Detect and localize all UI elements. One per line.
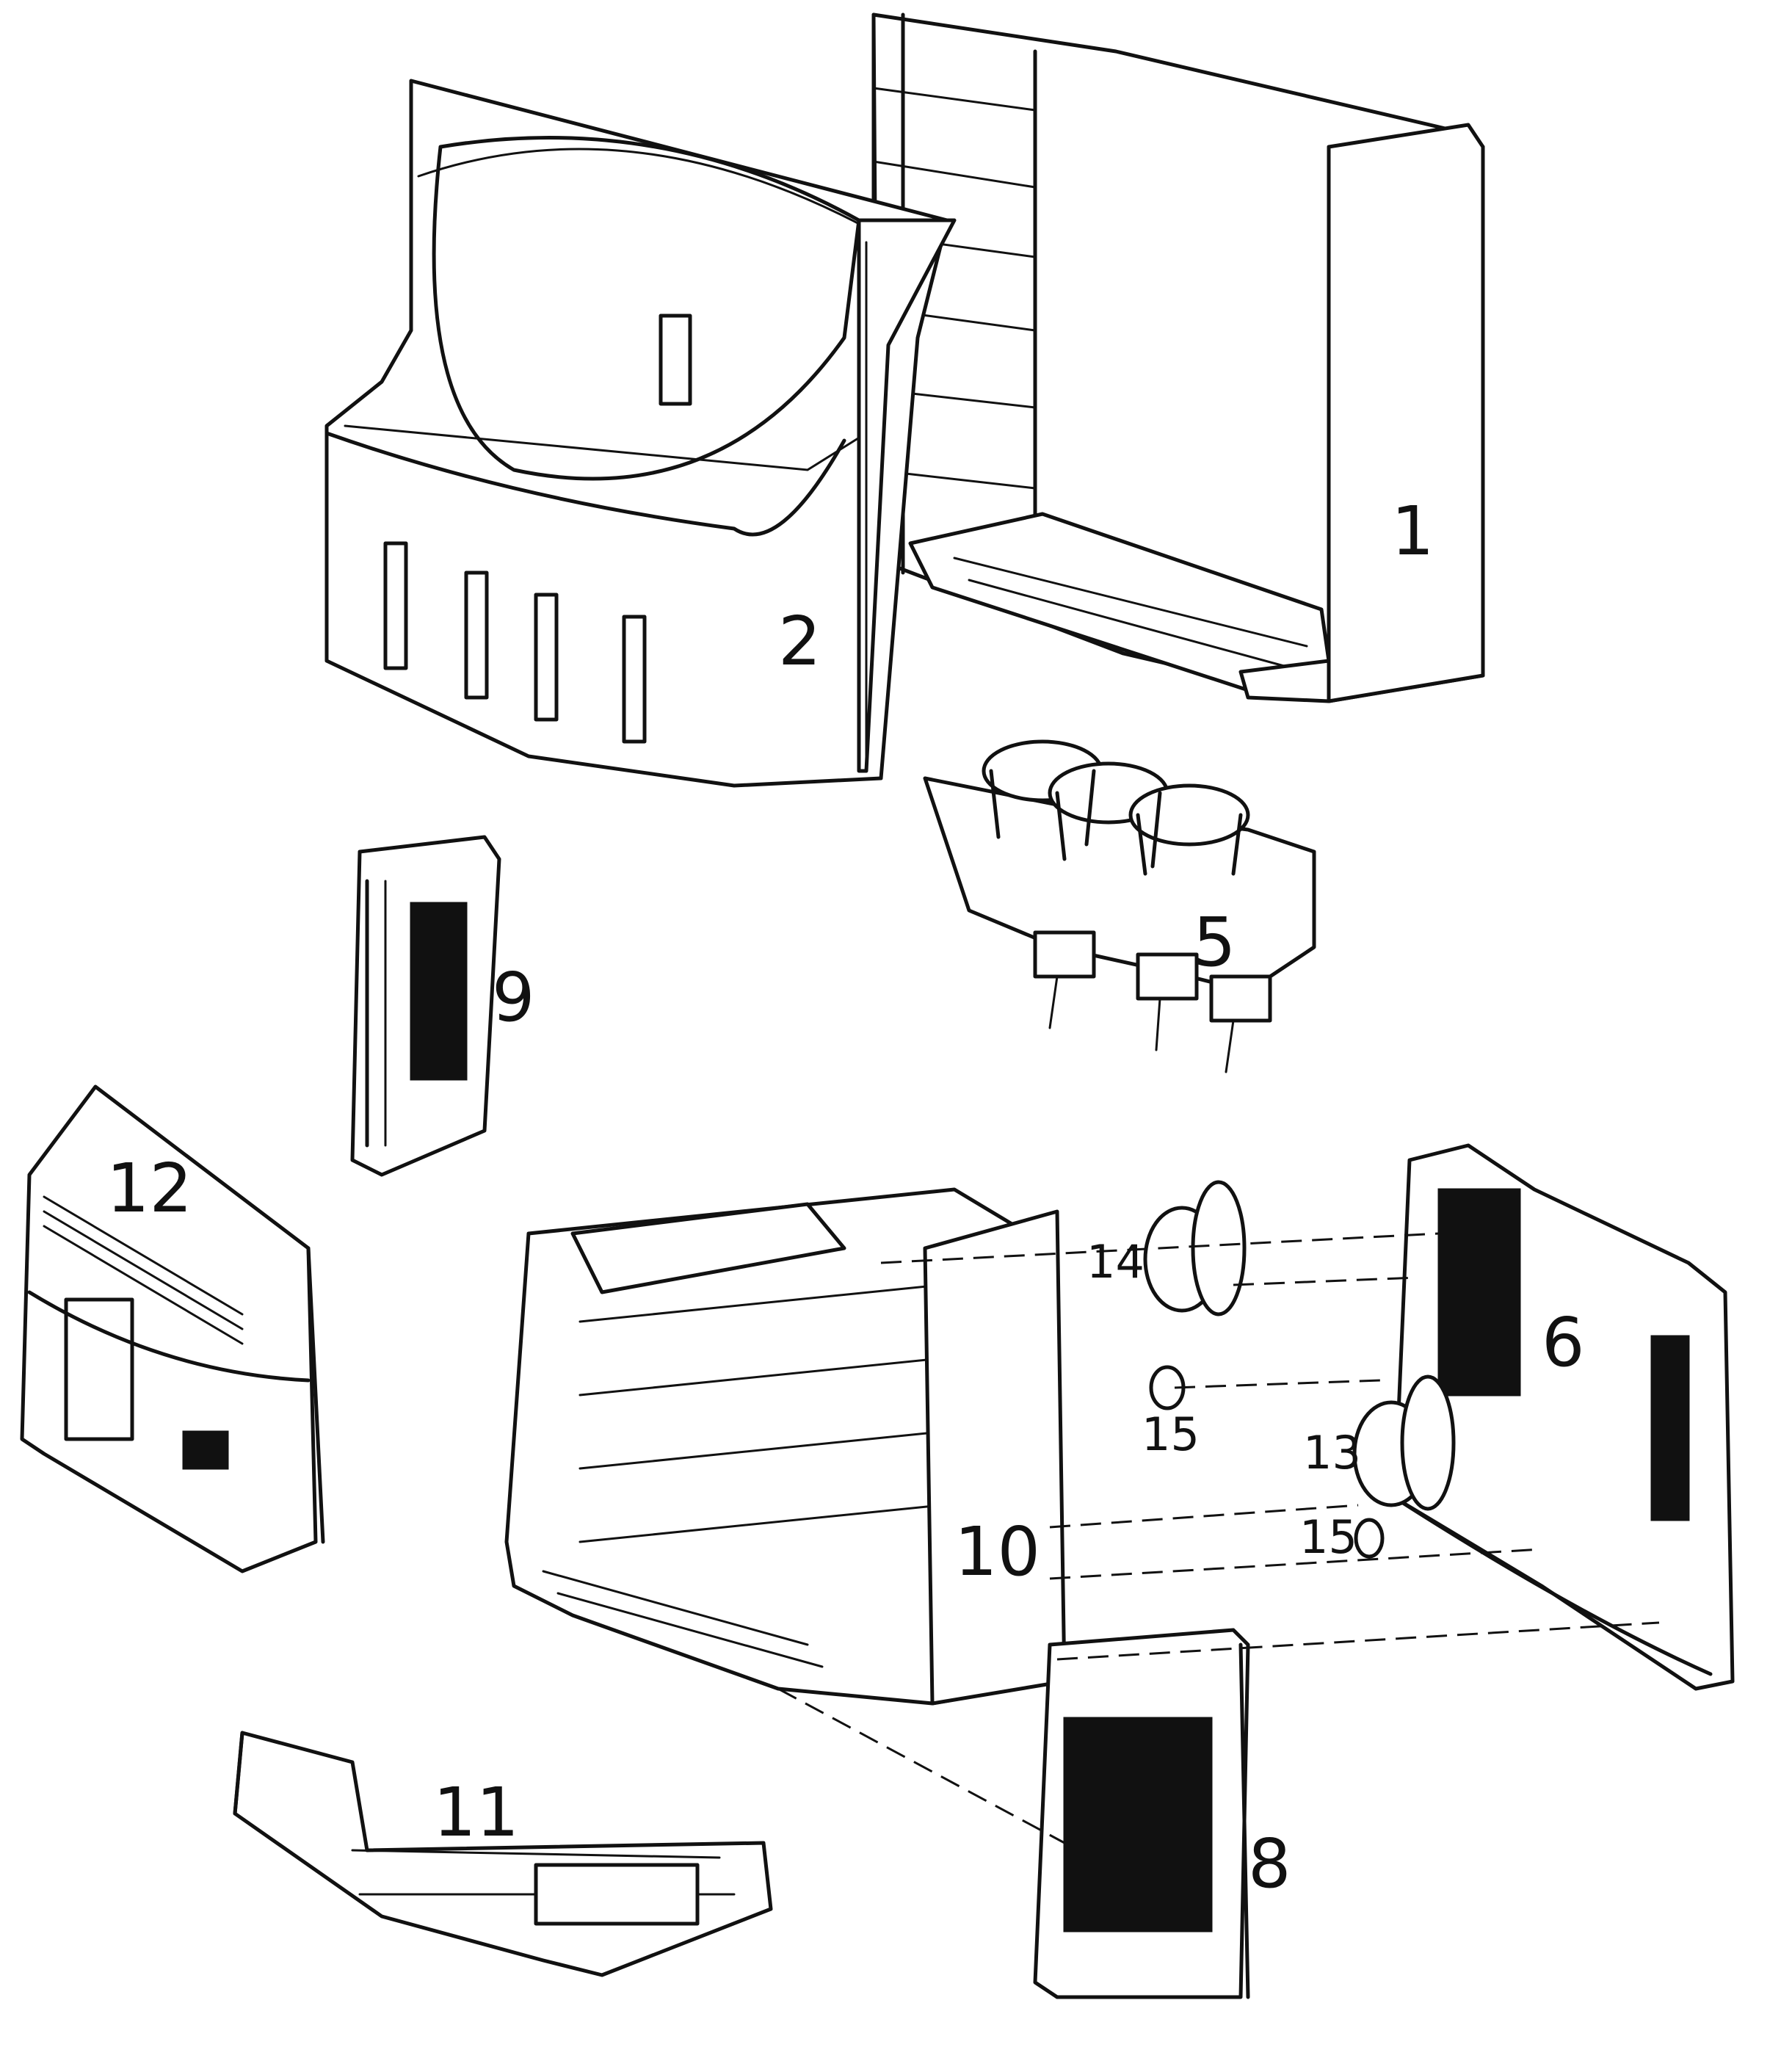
guide-lines bbox=[777, 1232, 1660, 1844]
callout-10: 10 bbox=[954, 1513, 1040, 1591]
part-11-board-bracket bbox=[233, 1731, 773, 1977]
part-9-side-panel bbox=[350, 835, 501, 1177]
part-12-front-mask bbox=[20, 1084, 325, 1573]
part-1-rear-cabinet bbox=[871, 12, 1485, 703]
part-8-speaker-grille bbox=[1033, 1628, 1250, 1999]
part-14-speaker bbox=[1143, 1180, 1247, 1316]
part-13-speaker bbox=[1352, 1374, 1456, 1511]
part-5-tube-assembly bbox=[923, 739, 1316, 1073]
callout-15-lower: 15 bbox=[1299, 1510, 1357, 1564]
part-15-grommet-lower bbox=[1354, 1518, 1385, 1559]
callout-14: 14 bbox=[1087, 1235, 1145, 1289]
part-6-rear-panel bbox=[1393, 1143, 1735, 1691]
callout-8: 8 bbox=[1248, 1825, 1291, 1903]
callouts: 1 2 5 6 8 9 10 11 12 13 14 15 15 bbox=[106, 492, 1585, 1903]
callout-6: 6 bbox=[1542, 1303, 1585, 1382]
callout-1: 1 bbox=[1391, 492, 1434, 570]
callout-5: 5 bbox=[1193, 903, 1236, 982]
callout-2: 2 bbox=[778, 602, 821, 681]
callout-15-upper: 15 bbox=[1142, 1408, 1200, 1461]
callout-9: 9 bbox=[492, 958, 535, 1037]
part-10-chassis-frame bbox=[504, 1187, 1067, 1706]
part-2-front-cabinet bbox=[324, 79, 957, 788]
callout-11: 11 bbox=[433, 1773, 519, 1852]
callout-12: 12 bbox=[106, 1149, 192, 1228]
callout-13: 13 bbox=[1303, 1426, 1361, 1479]
